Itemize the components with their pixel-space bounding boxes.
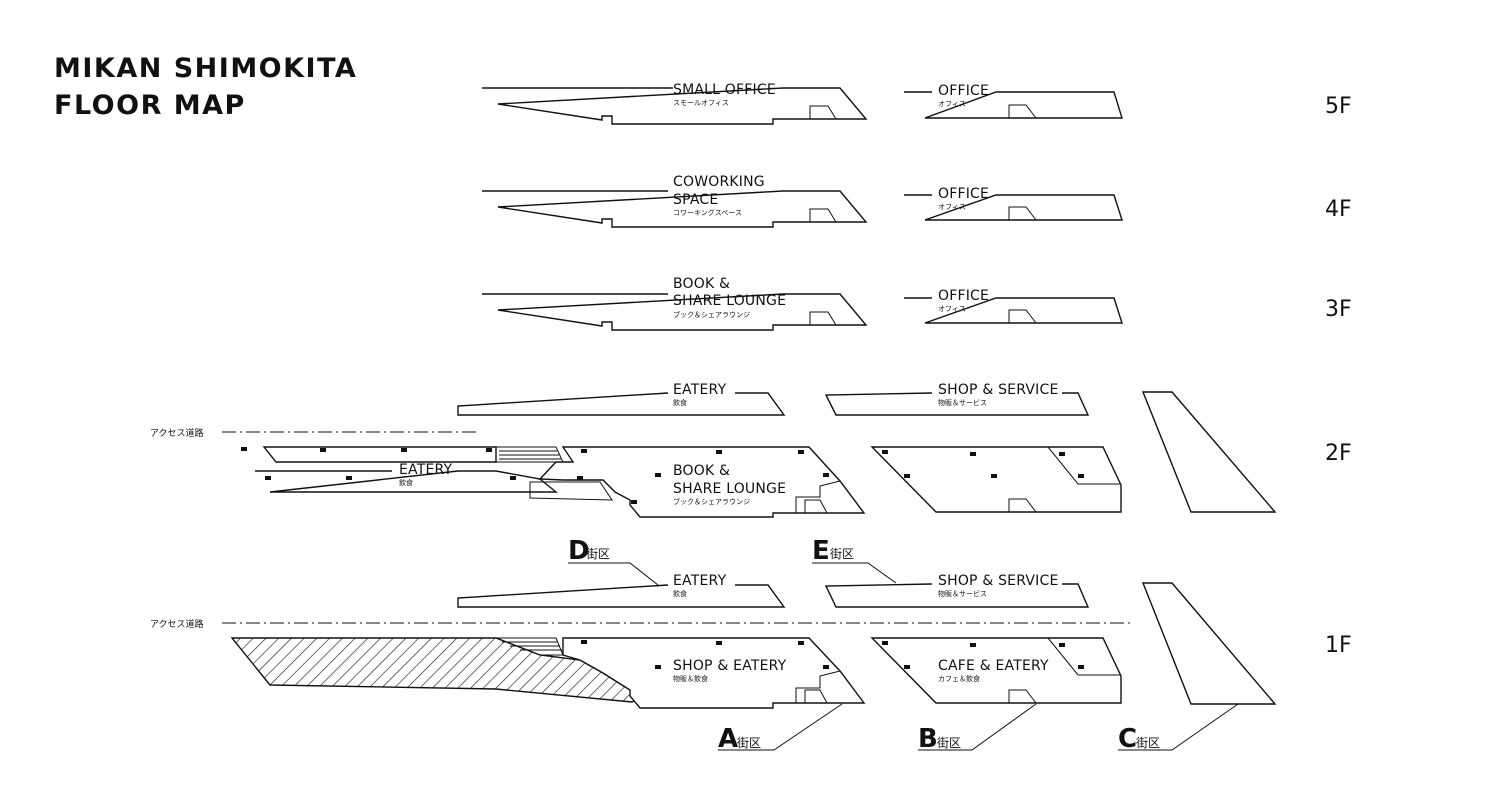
area-label-office-5f: OFFICE (938, 83, 989, 99)
area-label-d-eatery-1f-ja: 飲食 (673, 589, 687, 598)
area-label-e-shop-2f: SHOP & SERVICE (938, 382, 1059, 398)
b-cafe-eatery-area-1f (870, 637, 1122, 704)
district-suffix-d: 街区 (586, 547, 610, 561)
area-label-coworking-1: COWORKING (673, 174, 765, 190)
e-shop-area-2f (824, 392, 1090, 416)
d-eatery-area-2f (457, 392, 786, 416)
area-label-office-3f-ja: オフィス (938, 305, 966, 313)
area-label-d-eatery-1f: EATERY (673, 573, 727, 589)
district-callout-c: C 街区 (1118, 703, 1239, 754)
area-label-coworking-ja: コワーキングスペース (673, 208, 742, 217)
a-eatery-strip-upper (262, 446, 497, 463)
district-letter-d: D (568, 536, 590, 566)
floor-5f (482, 87, 1123, 125)
c-district-area-2f (1141, 391, 1277, 513)
a-eatery-strip-lower (255, 470, 558, 493)
area-label-a-lounge-2f-2: SHARE LOUNGE (673, 481, 786, 497)
district-suffix-e: 街区 (830, 547, 854, 561)
area-label-office-5f-ja: オフィス (938, 100, 966, 108)
floor-label-5f: 5F (1325, 94, 1352, 119)
area-label-coworking-2: SPACE (673, 192, 718, 208)
area-label-b-cafe-1f-ja: カフェ＆飲食 (938, 674, 980, 683)
district-letter-e: E (812, 536, 830, 566)
area-label-d-eatery-2f: EATERY (673, 382, 727, 398)
district-callout-b: B 街区 (918, 703, 1037, 754)
area-label-b-cafe-1f: CAFE & EATERY (938, 658, 1049, 674)
floor-label-3f: 3F (1325, 297, 1352, 322)
area-label-a-shop-eatery-1f: SHOP & EATERY (673, 658, 787, 674)
e-shop-area-1f (824, 583, 1090, 608)
floor-4f (482, 190, 1123, 228)
d-eatery-area-1f (457, 584, 786, 608)
b-district-area-2f (870, 446, 1122, 513)
floor-3f (482, 293, 1123, 331)
district-suffix-b: 街区 (937, 736, 961, 750)
area-label-book-lounge-3f-1: BOOK & (673, 276, 730, 292)
district-letter-a: A (718, 724, 738, 754)
floor-label-2f: 2F (1325, 441, 1352, 466)
floor-label-4f: 4F (1325, 197, 1352, 222)
page-title-line-2: FLOOR MAP (54, 90, 246, 121)
access-road-label-1f: アクセス道路 (150, 618, 204, 630)
area-label-book-lounge-3f-2: SHARE LOUNGE (673, 293, 786, 309)
district-letter-b: B (918, 724, 938, 754)
area-label-book-lounge-3f-ja: ブック＆シェアラウンジ (673, 310, 750, 319)
area-label-a-eatery-2f-ja: 飲食 (399, 478, 413, 487)
area-label-small-office: SMALL OFFICE (673, 82, 776, 98)
access-road-label-2f: アクセス道路 (150, 427, 204, 439)
area-label-e-shop-2f-ja: 物販＆サービス (938, 398, 987, 407)
c-district-area-1f (1141, 582, 1277, 705)
district-callout-a: A 街区 (718, 703, 843, 754)
area-label-d-eatery-2f-ja: 飲食 (673, 398, 687, 407)
district-suffix-a: 街区 (737, 736, 761, 750)
district-letter-c: C (1118, 724, 1137, 754)
small-office-area (482, 87, 868, 125)
area-label-small-office-ja: スモールオフィス (673, 99, 729, 107)
district-callout-d: D 街区 (568, 536, 659, 586)
area-label-e-shop-1f-ja: 物販＆サービス (938, 589, 987, 598)
area-label-e-shop-1f: SHOP & SERVICE (938, 573, 1059, 589)
area-label-office-4f-ja: オフィス (938, 203, 966, 211)
district-callout-e: E 街区 (812, 536, 897, 584)
floor-label-1f: 1F (1325, 633, 1352, 658)
area-label-office-4f: OFFICE (938, 186, 989, 202)
area-label-a-lounge-2f-1: BOOK & (673, 463, 730, 479)
area-label-office-3f: OFFICE (938, 288, 989, 304)
a-book-share-lounge-area-2f (538, 446, 866, 518)
book-share-lounge-area-3f (482, 293, 868, 331)
district-suffix-c: 街区 (1136, 736, 1160, 750)
area-label-a-lounge-2f-ja: ブック＆シェアラウンジ (673, 497, 750, 506)
area-label-a-shop-eatery-1f-ja: 物販＆飲食 (673, 674, 708, 683)
area-label-a-eatery-2f: EATERY (399, 462, 453, 478)
floor-2f (222, 391, 1277, 518)
coworking-space-area (482, 190, 868, 228)
floor-1f (222, 582, 1277, 709)
page-title-line-1: MIKAN SHIMOKITA (54, 53, 357, 84)
